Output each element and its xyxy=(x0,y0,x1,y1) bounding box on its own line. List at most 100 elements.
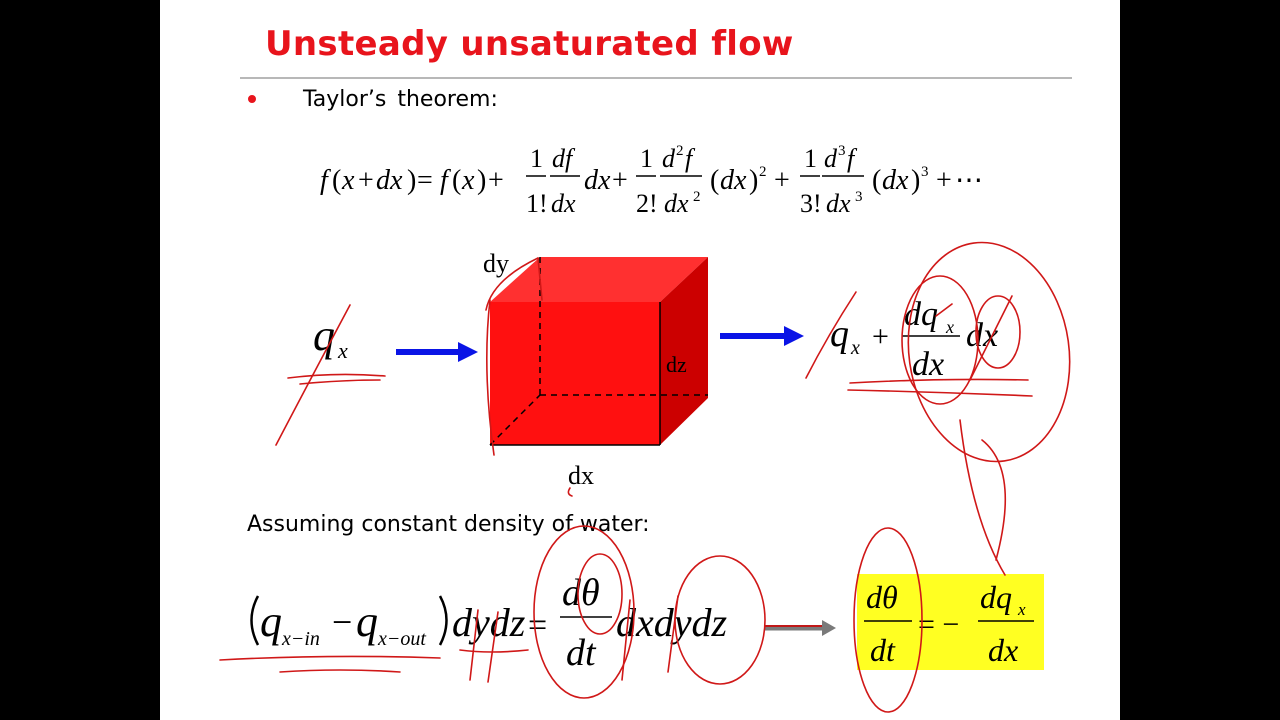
annotation-circle xyxy=(975,295,1021,369)
annotation-stroke xyxy=(487,611,499,683)
taylor-x-rhs: x xyxy=(461,165,475,196)
result-dx: dx xyxy=(988,632,1018,668)
result-dq-subscript: x xyxy=(1017,600,1026,619)
annotation-stroke xyxy=(219,655,441,661)
q-out-subscript: x−out xyxy=(377,628,426,650)
result-highlight xyxy=(857,574,1044,670)
annotation-stroke xyxy=(469,609,479,681)
implies-arrow-head xyxy=(822,620,836,636)
taylor-dx-den3: dx xyxy=(826,189,851,218)
annotation-stroke xyxy=(567,487,573,497)
annotation-stroke xyxy=(847,389,1033,397)
taylor-sup2: 2 xyxy=(759,164,767,180)
annotation-stroke xyxy=(969,295,1013,381)
handwritten-annotations xyxy=(219,241,1071,713)
taylor-dx-den2: dx xyxy=(664,189,689,218)
annotation-stroke xyxy=(485,257,539,311)
continuity-equals: = xyxy=(528,607,547,644)
annotation-circle xyxy=(901,275,979,405)
control-volume-cube: dy dz dx xyxy=(483,249,708,490)
taylor-sup3: 3 xyxy=(855,189,863,205)
taylor-paren: ( xyxy=(452,165,461,196)
annotation-stroke xyxy=(621,599,631,681)
annotation-stroke xyxy=(935,303,953,317)
taylor-one: 1 xyxy=(530,144,543,173)
taylor-ellipsis: ⋯ xyxy=(955,165,983,196)
bullet-dot-icon xyxy=(248,95,256,103)
taylor-x: x xyxy=(341,165,355,196)
taylor-plus: + xyxy=(936,165,952,196)
dtheta: dθ xyxy=(562,572,600,614)
annotation-stroke xyxy=(459,649,529,653)
taylor-paren: ) xyxy=(477,165,486,196)
result-dt: dt xyxy=(870,632,896,668)
taylor-one: 1 xyxy=(804,144,817,173)
annotation-stroke xyxy=(959,419,1006,576)
taylor-equals: = xyxy=(417,165,433,196)
taylor-f-lhs: f xyxy=(320,165,331,196)
taylor-dx-den1: dx xyxy=(551,189,576,218)
annotation-stroke xyxy=(299,379,381,385)
outflow-dq-subscript: x xyxy=(945,317,954,337)
assumption-text: Assuming constant density of water: xyxy=(247,512,650,537)
outflow-dx-mult: dx xyxy=(966,317,998,354)
bullet-taylor-theorem: Taylor’s theorem: xyxy=(303,87,498,112)
taylor-dx-term1: dx xyxy=(584,165,611,196)
result-equation: dθ dt = − dq x dx xyxy=(857,574,1044,670)
outflow-plus: + xyxy=(872,320,889,353)
outflow-q: q xyxy=(830,313,849,355)
taylor-equation: f ( x + dx ) = f ( x ) + 1 1! df dx dx +… xyxy=(320,143,983,218)
taylor-f-rhs: f xyxy=(440,165,451,196)
implies-arrow-icon xyxy=(764,620,836,636)
result-dtheta: dθ xyxy=(866,579,898,615)
taylor-f: f xyxy=(685,144,696,173)
q-out: q xyxy=(356,597,378,646)
taylor-plus: + xyxy=(774,165,790,196)
taylor-sup2: 2 xyxy=(676,143,684,159)
dt: dt xyxy=(566,632,597,674)
taylor-sup3: 3 xyxy=(921,164,929,180)
outflow-term: q x + dq x dx dx xyxy=(720,296,998,383)
taylor-plus: + xyxy=(488,165,504,196)
taylor-one: 1 xyxy=(640,144,653,173)
dydz: dydz xyxy=(452,600,526,645)
outflow-arrowhead-icon xyxy=(784,326,804,346)
continuity-minus: − xyxy=(332,602,352,642)
cube-side-face xyxy=(660,257,708,445)
cube-top-face xyxy=(490,257,708,302)
result-equals-minus: = − xyxy=(918,608,959,641)
annotation-stroke xyxy=(849,378,1029,384)
cube-hidden-edge xyxy=(489,394,541,446)
continuity-equation: q x−in − q x−out dydz = dθ dt dxdydz xyxy=(250,572,728,674)
open-paren xyxy=(250,595,260,646)
annotation-circle xyxy=(907,241,1071,463)
close-paren xyxy=(438,595,448,646)
result-dq: dq xyxy=(980,579,1012,615)
slide-title: Unsteady unsaturated flow xyxy=(265,24,794,64)
taylor-dx-sq: dx xyxy=(720,165,747,196)
taylor-plus: + xyxy=(358,165,374,196)
annotation-stroke xyxy=(287,373,386,379)
taylor-d: d xyxy=(824,144,838,173)
taylor-paren: ( xyxy=(710,165,719,196)
taylor-paren: ) xyxy=(749,165,758,196)
taylor-paren: ) xyxy=(407,165,416,196)
taylor-d: d xyxy=(662,144,676,173)
annotation-circle xyxy=(853,527,923,713)
taylor-paren: ( xyxy=(872,165,881,196)
slide: Unsteady unsaturated flow Taylor’s theor… xyxy=(160,0,1120,720)
label-dy: dy xyxy=(483,249,509,278)
annotation-stroke xyxy=(279,669,401,673)
outflow-dx: dx xyxy=(912,346,944,383)
inflow-arrowhead-icon xyxy=(458,342,478,362)
annotation-stroke xyxy=(805,291,857,379)
taylor-paren: ) xyxy=(911,165,920,196)
taylor-sup3: 3 xyxy=(838,143,846,159)
inflow-q: q xyxy=(313,311,335,360)
taylor-f: f xyxy=(847,144,858,173)
annotation-stroke xyxy=(537,257,543,301)
inflow-subscript: x xyxy=(337,338,348,363)
taylor-df: df xyxy=(552,144,576,173)
title-divider xyxy=(240,77,1072,79)
cube-front-face xyxy=(490,302,660,445)
